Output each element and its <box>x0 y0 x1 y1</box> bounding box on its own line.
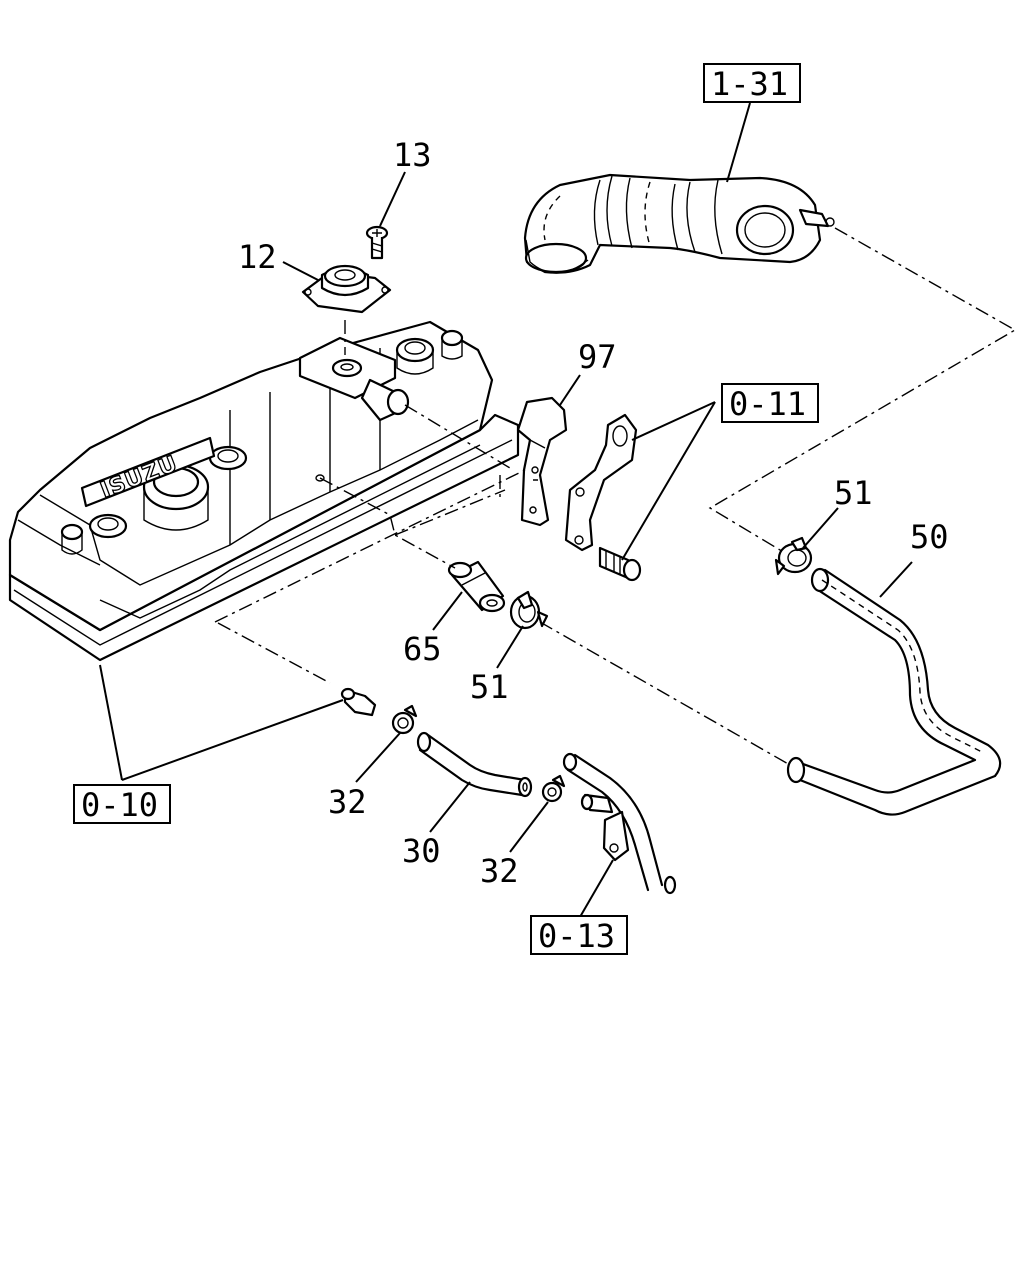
bracket-0-11 <box>564 413 642 582</box>
part-51-clamp-upper <box>774 536 813 576</box>
part-50-hose <box>786 567 1002 816</box>
callout-13: 13 <box>393 136 432 174</box>
pipe-0-13 <box>562 752 677 895</box>
ref-box-0-10 <box>73 784 171 824</box>
air-duct-1-31 <box>523 173 835 274</box>
part-51-clamp-lower <box>509 590 549 630</box>
part-13-screw <box>365 225 389 260</box>
leader-lines <box>99 102 913 918</box>
ref-box-0-13 <box>530 915 628 955</box>
part-32-clamp-right <box>541 774 566 803</box>
ref-0-10: 0-10 <box>81 786 158 824</box>
callout-32-right: 32 <box>480 852 519 890</box>
ref-1-31: 1-31 <box>711 65 788 103</box>
callout-50: 50 <box>910 518 949 556</box>
part-30-hose <box>416 731 533 798</box>
callout-30: 30 <box>402 832 441 870</box>
callout-32-left: 32 <box>328 783 367 821</box>
callout-65: 65 <box>403 630 442 668</box>
reference-labels: 1-31 0-11 0-10 0-13 <box>73 63 819 955</box>
rocker-cover: ISUZU <box>8 320 520 662</box>
callout-labels: 13 12 97 51 50 65 51 32 30 32 <box>238 136 949 890</box>
part-32-clamp-left <box>340 687 418 735</box>
ref-0-11: 0-11 <box>729 385 806 423</box>
assembly-lines <box>214 227 1017 766</box>
callout-51-upper: 51 <box>834 474 873 512</box>
callout-51-lower: 51 <box>470 668 509 706</box>
callout-97: 97 <box>578 338 617 376</box>
ref-0-13: 0-13 <box>538 917 615 955</box>
part-12-cap <box>301 264 392 314</box>
part-65-connector <box>447 560 506 613</box>
callout-12: 12 <box>238 238 277 276</box>
ref-box-0-11 <box>721 383 819 423</box>
part-97-bracket <box>516 396 568 527</box>
ref-box-1-31 <box>703 63 801 103</box>
